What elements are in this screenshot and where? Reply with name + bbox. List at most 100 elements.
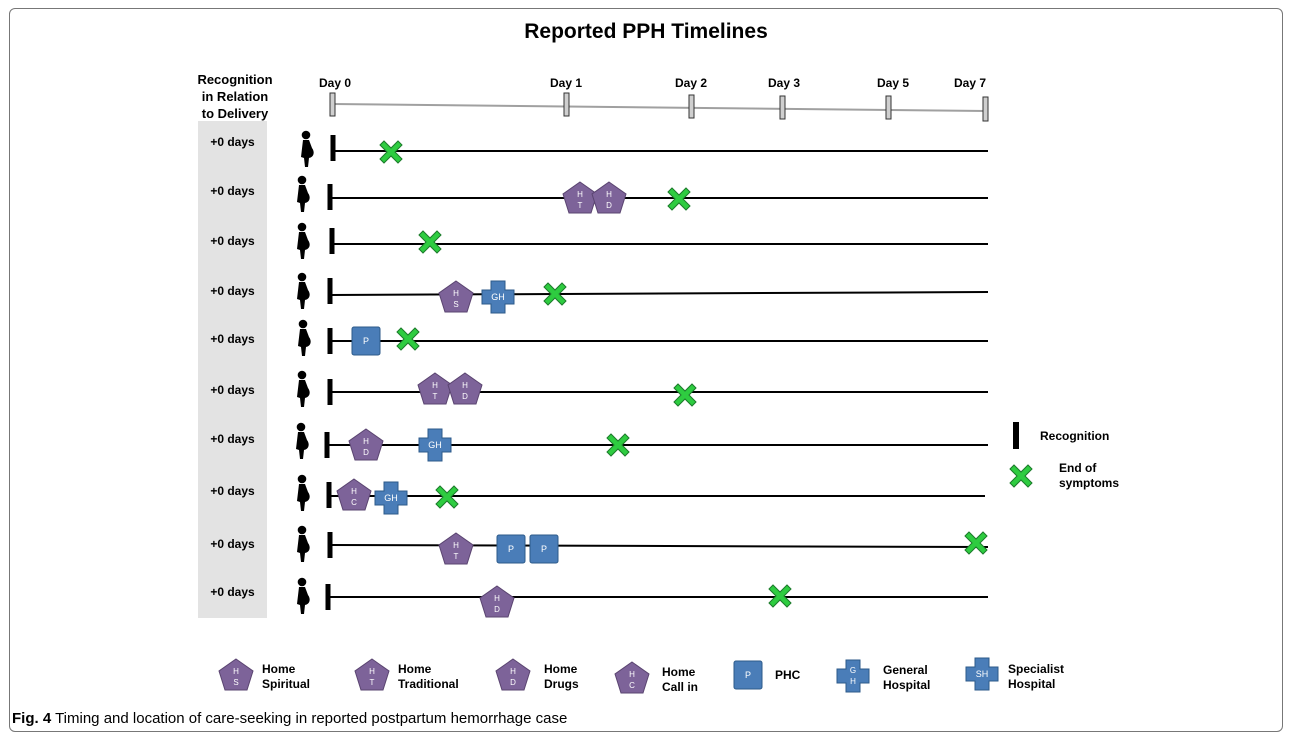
- end-of-symptoms-marker: [673, 383, 697, 407]
- timeline-row-1: [301, 130, 988, 167]
- pregnant-woman-icon: [297, 370, 310, 407]
- day-axis-line: [332, 103, 987, 112]
- legend-text-line: Call in: [662, 680, 699, 694]
- legend-phc-label: PHC: [775, 668, 800, 683]
- phc-marker: P: [351, 326, 381, 356]
- svg-text:D: D: [462, 392, 468, 401]
- svg-text:D: D: [606, 201, 612, 210]
- svg-text:H: H: [629, 670, 635, 679]
- legend-text-line: Home: [544, 662, 578, 676]
- svg-text:H: H: [351, 487, 357, 496]
- svg-text:H: H: [369, 667, 375, 676]
- legend-end-line-1: End of: [1059, 461, 1097, 475]
- svg-text:T: T: [370, 678, 375, 687]
- recognition-marker: [327, 379, 333, 405]
- figure-frame: [9, 8, 1283, 732]
- legend-home-traditional-icon: HT: [354, 658, 390, 691]
- general-hospital-marker: GH: [418, 428, 452, 462]
- legend-text-line: Home: [262, 662, 296, 676]
- recognition-marker: [325, 584, 331, 610]
- phc-marker: P: [529, 534, 559, 564]
- svg-text:T: T: [454, 552, 459, 561]
- legend-text-line: Specialist: [1008, 662, 1065, 676]
- home-traditional-marker: HT: [417, 372, 453, 405]
- recognition-marker: [327, 328, 333, 354]
- svg-text:D: D: [510, 678, 516, 687]
- recognition-header-line-1: Recognition: [197, 72, 273, 87]
- row-label-2: +0 days: [210, 184, 255, 198]
- day-label-0: Day 0: [318, 76, 352, 90]
- day-label-5: Day 5: [876, 76, 910, 90]
- recognition-marker: [327, 184, 333, 210]
- svg-text:H: H: [453, 541, 459, 550]
- legend-general-hospital-label: General Hospital: [883, 663, 930, 693]
- pregnant-woman-icon: [297, 272, 310, 309]
- day-label-3: Day 3: [767, 76, 801, 90]
- end-of-symptoms-marker: [964, 531, 988, 555]
- svg-text:D: D: [363, 448, 369, 457]
- svg-text:H: H: [363, 437, 369, 446]
- recognition-marker: [326, 482, 332, 508]
- svg-text:P: P: [541, 544, 547, 554]
- home-traditional-marker: HT: [438, 532, 474, 565]
- legend-recognition-label: Recognition: [1040, 429, 1110, 443]
- day-label-7: Day 7: [953, 76, 987, 90]
- svg-text:H: H: [462, 381, 468, 390]
- day-tick-7: [982, 96, 989, 122]
- timeline-row-7: HD GH: [296, 422, 988, 462]
- timeline-row-3: [297, 222, 988, 259]
- end-of-symptoms-marker: [418, 230, 442, 254]
- legend-text-line: Traditional: [398, 677, 459, 691]
- day-tick-5: [885, 95, 892, 120]
- home-drugs-marker: HD: [591, 181, 627, 214]
- svg-text:C: C: [629, 681, 635, 690]
- legend-end-of-symptoms-icon: [1009, 464, 1033, 488]
- svg-text:S: S: [233, 678, 238, 687]
- pregnant-woman-icon: [297, 577, 310, 614]
- recognition-column-background: [198, 121, 267, 618]
- legend-text-line: PHC: [775, 668, 801, 682]
- timeline-row-2: H T HD: [297, 175, 988, 214]
- legend-specialist-hospital-icon: SH: [965, 657, 999, 691]
- legend-text-line: Spiritual: [262, 677, 311, 691]
- svg-text:H: H: [233, 667, 239, 676]
- recognition-column-header: Recognition in Relation to Delivery: [190, 71, 280, 122]
- svg-text:H: H: [494, 594, 500, 603]
- pregnant-woman-icon: [297, 222, 310, 259]
- svg-text:S: S: [453, 300, 458, 309]
- timeline-row-4: HS GH: [297, 272, 989, 314]
- svg-text:T: T: [433, 392, 438, 401]
- legend-general-hospital-icon: GH: [836, 659, 870, 693]
- legend-specialist-hospital-label: Specialist Hospital: [1008, 662, 1064, 692]
- legend-end-of-symptoms-label: End of symptoms: [1059, 461, 1119, 491]
- row-label-9: +0 days: [210, 537, 255, 551]
- row-label-8: +0 days: [210, 484, 255, 498]
- row-label-1: +0 days: [210, 135, 255, 149]
- svg-text:H: H: [606, 190, 612, 199]
- svg-text:SH: SH: [976, 669, 989, 679]
- svg-text:T: T: [578, 201, 583, 210]
- svg-text:GH: GH: [428, 440, 442, 450]
- legend-text-line: General: [883, 663, 928, 677]
- svg-text:H: H: [432, 381, 438, 390]
- legend-text-line: Drugs: [544, 677, 579, 691]
- legend-home-drugs-icon: HD: [495, 658, 531, 691]
- pregnant-woman-icon: [297, 175, 310, 212]
- caption-fig-number: Fig. 4: [12, 710, 52, 727]
- home-spiritual-marker: HS: [438, 280, 474, 313]
- figure-title: Reported PPH Timelines: [524, 20, 768, 43]
- legend-text-line: Home: [398, 662, 432, 676]
- legend-home-spiritual-label: Home Spiritual: [262, 662, 310, 692]
- row-line: [329, 544, 989, 548]
- day-tick-0: [329, 92, 336, 117]
- day-label-1: Day 1: [549, 76, 583, 90]
- svg-text:H: H: [850, 677, 856, 686]
- recognition-marker: [327, 278, 333, 304]
- svg-text:H: H: [453, 289, 459, 298]
- legend-home-traditional-label: Home Traditional: [398, 662, 459, 692]
- pregnant-woman-icon: [301, 130, 314, 167]
- day-label-2: Day 2: [674, 76, 708, 90]
- home-call-in-marker: HC: [336, 478, 372, 511]
- svg-text:H: H: [510, 667, 516, 676]
